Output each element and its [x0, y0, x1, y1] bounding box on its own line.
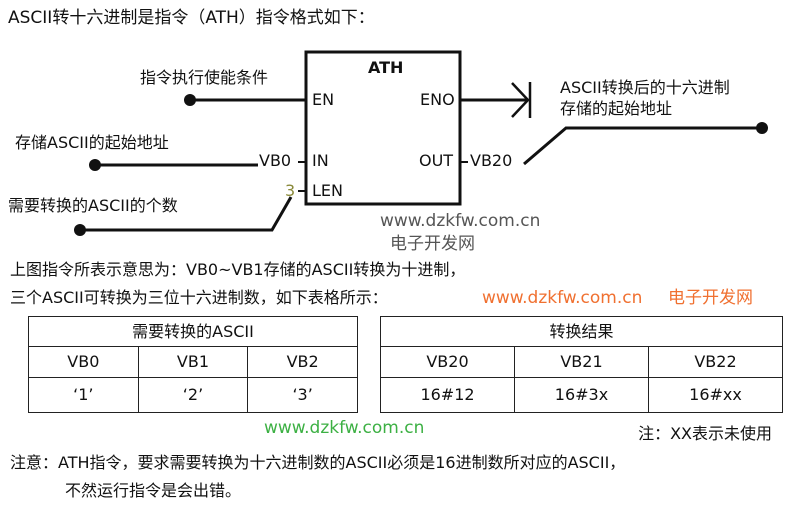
- block-name: ATH: [368, 58, 404, 77]
- result-table-header: 转换结果: [380, 316, 783, 347]
- source-value: ‘1’: [28, 377, 139, 413]
- result-value: 16#12: [380, 377, 515, 413]
- out-address-label-2: 存储的起始地址: [560, 99, 673, 118]
- result-value: 16#xx: [648, 377, 783, 413]
- len-dot: [74, 224, 86, 236]
- watermark-url-green: www.dzkfw.com.cn: [264, 418, 425, 438]
- result-col: VB21: [514, 346, 649, 378]
- out-wire: [523, 126, 762, 166]
- pin-en: EN: [312, 90, 335, 109]
- len-wire: [80, 196, 293, 232]
- watermark-name-gray: 电子开发网: [390, 234, 475, 254]
- in-dot: [89, 159, 101, 171]
- page-title: ASCII转十六进制是指令（ATH）指令格式如下：: [8, 8, 375, 28]
- note-line-1: 注意：ATH指令，要求需要转换为十六进制数的ASCII必须是16进制数所对应的A…: [10, 453, 626, 472]
- watermark-url-orange: www.dzkfw.com.cn: [482, 288, 643, 308]
- source-value: ‘3’: [247, 377, 358, 413]
- source-col: VB0: [28, 346, 139, 378]
- note-line-2: 不然运行指令是会出错。: [65, 481, 242, 500]
- explanation-line-1: 上图指令所表示意思为：VB0~VB1存储的ASCII转换为十进制，: [10, 260, 466, 279]
- pin-out: OUT: [419, 151, 454, 170]
- enable-label: 指令执行使能条件: [140, 68, 269, 87]
- source-value: ‘2’: [137, 377, 249, 413]
- result-value: 16#3x: [514, 377, 649, 413]
- result-col: VB22: [648, 346, 783, 378]
- source-col: VB2: [247, 346, 358, 378]
- count-label: 需要转换的ASCII的个数: [8, 196, 178, 215]
- in-value: VB0: [259, 151, 292, 170]
- source-table-header: 需要转换的ASCII: [28, 316, 358, 347]
- eno-arrow-icon: [511, 82, 530, 118]
- source-col: VB1: [137, 346, 249, 378]
- pin-in: IN: [312, 151, 329, 170]
- pin-eno: ENO: [420, 90, 455, 109]
- pin-len: LEN: [312, 181, 343, 200]
- footnote: 注：XX表示未使用: [638, 424, 772, 443]
- explanation-line-2: 三个ASCII可转换为三位十六进制数，如下表格所示：: [10, 288, 388, 307]
- in-address-label: 存储ASCII的起始地址: [15, 133, 169, 152]
- len-value: 3: [285, 181, 296, 200]
- out-dot: [756, 122, 768, 134]
- out-address-label-1: ASCII转换后的十六进制: [560, 78, 730, 97]
- en-dot: [184, 94, 196, 106]
- result-col: VB20: [380, 346, 515, 378]
- watermark-url-gray: www.dzkfw.com.cn: [380, 211, 541, 231]
- watermark-name-orange: 电子开发网: [668, 288, 753, 308]
- ath-block-box: [304, 50, 462, 206]
- out-value: VB20: [470, 151, 513, 170]
